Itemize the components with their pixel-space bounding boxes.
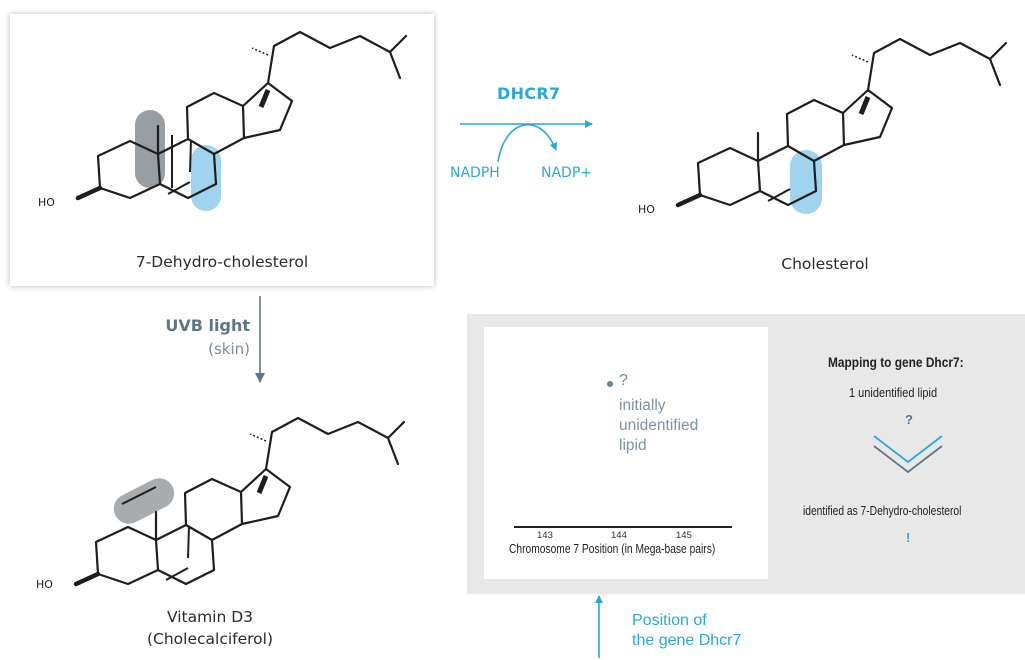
mapping-after: identified as 7-Dehydro-cholesterol <box>803 504 962 518</box>
tick-143: 143 <box>537 530 553 541</box>
lipid-note-line2: unidentified <box>619 417 699 434</box>
lipid-note-line3: lipid <box>619 437 647 454</box>
gene-position-arrow <box>595 595 603 658</box>
lipid-point <box>607 381 613 387</box>
uvb-title: UVB light <box>165 316 250 335</box>
reaction-arrow <box>460 120 593 163</box>
axis-label: Chromosome 7 Position (in Mega-base pair… <box>509 542 716 556</box>
vitamin-d3-label-line1: Vitamin D3 <box>166 608 254 626</box>
mapping-before: 1 unidentified lipid <box>849 386 938 400</box>
vitamin-d3-label-line2: (Cholecalciferol) <box>146 630 274 648</box>
gene-position-label-line1: Position of <box>632 612 707 629</box>
cholesterol-structure <box>620 25 1025 214</box>
vitamin-d3-structure <box>18 404 438 604</box>
mapping-plot <box>484 327 768 579</box>
uvb-arrow <box>255 296 265 383</box>
vitamin-d3-ho: HO <box>36 578 53 591</box>
chromosome-axis <box>514 526 732 528</box>
dehydrocholesterol-ho: HO <box>38 196 55 209</box>
dehydrocholesterol-label: 7-Dehydro-cholesterol <box>135 253 309 271</box>
mapping-after-mark: ! <box>906 530 911 545</box>
cholesterol-label: Cholesterol <box>781 255 869 273</box>
dehydrocholesterol-structure <box>20 18 440 211</box>
cofactor-in: NADPH <box>450 165 500 181</box>
mapping-title: Mapping to gene Dhcr7: <box>828 354 964 370</box>
uvb-subtitle: (skin) <box>208 340 250 358</box>
gene-position-label-line2: the gene Dhcr7 <box>632 632 742 649</box>
tick-145: 145 <box>676 530 692 541</box>
cofactor-out: NADP+ <box>541 165 593 181</box>
enzyme-label: DHCR7 <box>497 84 561 103</box>
cholesterol-ho: HO <box>638 203 655 216</box>
mapping-before-mark: ? <box>905 412 913 427</box>
tick-144: 144 <box>611 530 627 541</box>
lipid-point-label: ? <box>619 372 628 389</box>
lipid-note-line1: initially <box>619 397 666 414</box>
transition-chevron-icon <box>873 435 943 474</box>
